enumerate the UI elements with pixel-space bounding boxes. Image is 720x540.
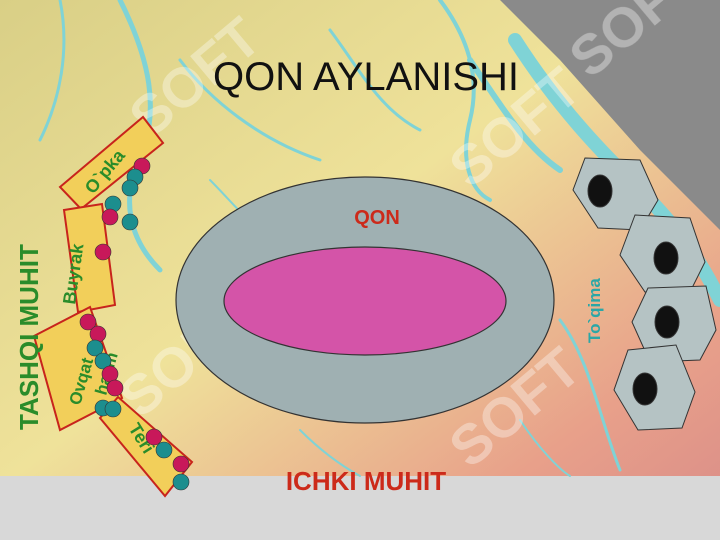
blood-label: QON xyxy=(354,207,400,229)
dot-teal xyxy=(86,339,104,357)
dot-red xyxy=(101,365,119,383)
bottom-band xyxy=(0,476,720,540)
blood-inner-ellipse xyxy=(223,246,507,356)
tissue-label: To`qima xyxy=(585,278,604,343)
organ-box-lung xyxy=(58,115,165,211)
dot-teal xyxy=(94,352,112,370)
organ-box-kidney xyxy=(62,202,117,314)
dot-red xyxy=(101,208,119,226)
dot-teal xyxy=(104,400,122,418)
dot-teal xyxy=(121,179,139,197)
tissue-cells xyxy=(572,157,717,431)
outer-environment-label: TASHQI MUHIT xyxy=(14,244,44,430)
tissue-cell xyxy=(619,214,706,293)
dot-teal xyxy=(121,213,139,231)
exchange-dots xyxy=(79,157,190,491)
dot-red xyxy=(145,428,163,446)
dot-teal xyxy=(172,473,190,491)
tissue-cell xyxy=(613,344,696,431)
dot-red xyxy=(106,379,124,397)
slide-title: QON AYLANISHI xyxy=(213,55,519,99)
dot-red xyxy=(94,243,112,261)
tissue-cell xyxy=(631,285,717,363)
dot-red xyxy=(172,455,190,473)
organ-boxes xyxy=(32,115,194,498)
inner-environment-label: ICHKI MUHIT xyxy=(286,466,446,496)
dot-red xyxy=(89,325,107,343)
dot-red xyxy=(79,313,97,331)
gray-corner xyxy=(500,0,720,230)
dot-teal xyxy=(155,441,173,459)
